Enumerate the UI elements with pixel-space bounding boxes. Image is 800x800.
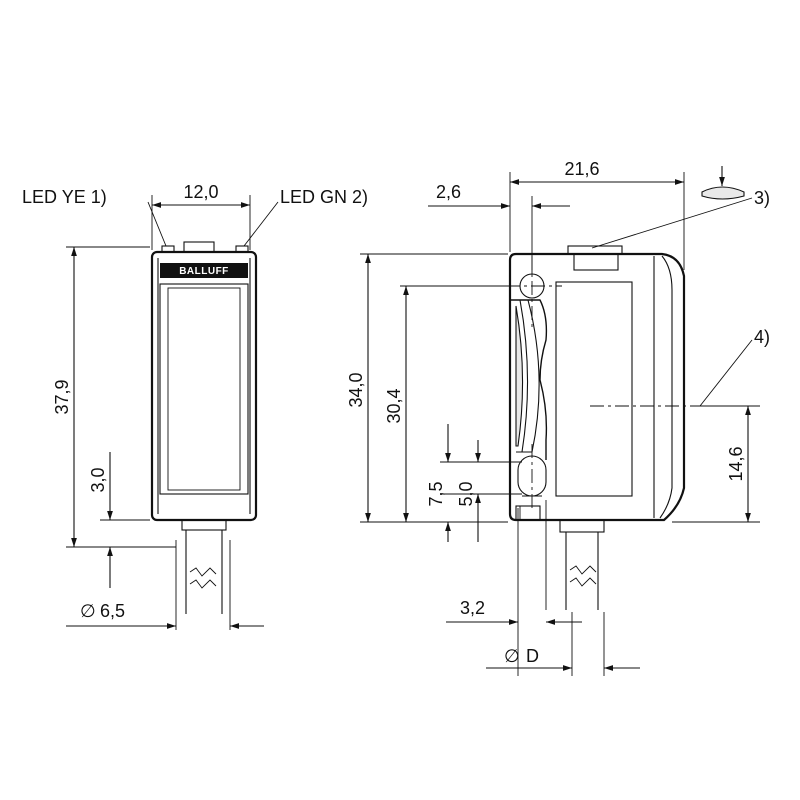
dim-offset-3-2: 3,2 [460,598,485,618]
front-view: BALLUFF 12,0 37,9 3,0 ∅ 6,5 LED YE 1) [22,182,368,630]
dim-optical-axis: 14,6 [726,446,746,481]
dim-height-body: 34,0 [346,372,366,407]
label-note-4: 4) [754,327,770,347]
dim-diameter-cable: 6,5 [100,601,125,621]
front-cable [185,530,223,614]
side-view: 21,6 2,6 34,0 30,4 7,5 5,0 14,6 3,2 ∅ D [346,159,770,676]
button-icon [701,166,745,200]
side-cable-collar [559,519,605,533]
dim-diameter-symbol-side: ∅ [504,646,520,666]
label-led-gn: LED GN 2) [280,187,368,207]
front-window [159,283,249,495]
dim-diameter-symbol-front: ∅ [80,601,96,621]
dim-height-total: 37,9 [52,379,72,414]
dim-diameter-d: D [526,646,539,666]
dim-slot-7-5: 7,5 [426,481,446,506]
brand-label: BALLUFF [179,266,229,277]
label-led-ye: LED YE 1) [22,187,107,207]
dim-hole-offset: 2,6 [436,182,461,202]
led-top-bump [183,241,215,253]
dim-slot-5-0: 5,0 [456,481,476,506]
dim-hole-pitch: 30,4 [384,388,404,423]
dim-depth: 21,6 [564,159,599,179]
label-note-3: 3) [754,188,770,208]
side-lens-window [555,281,633,497]
front-cable-collar [181,519,227,531]
brand-plate [160,263,248,278]
side-housing [508,252,686,522]
dim-width-front: 12,0 [183,182,218,202]
side-cable [565,532,599,610]
dim-offset-3: 3,0 [88,467,108,492]
